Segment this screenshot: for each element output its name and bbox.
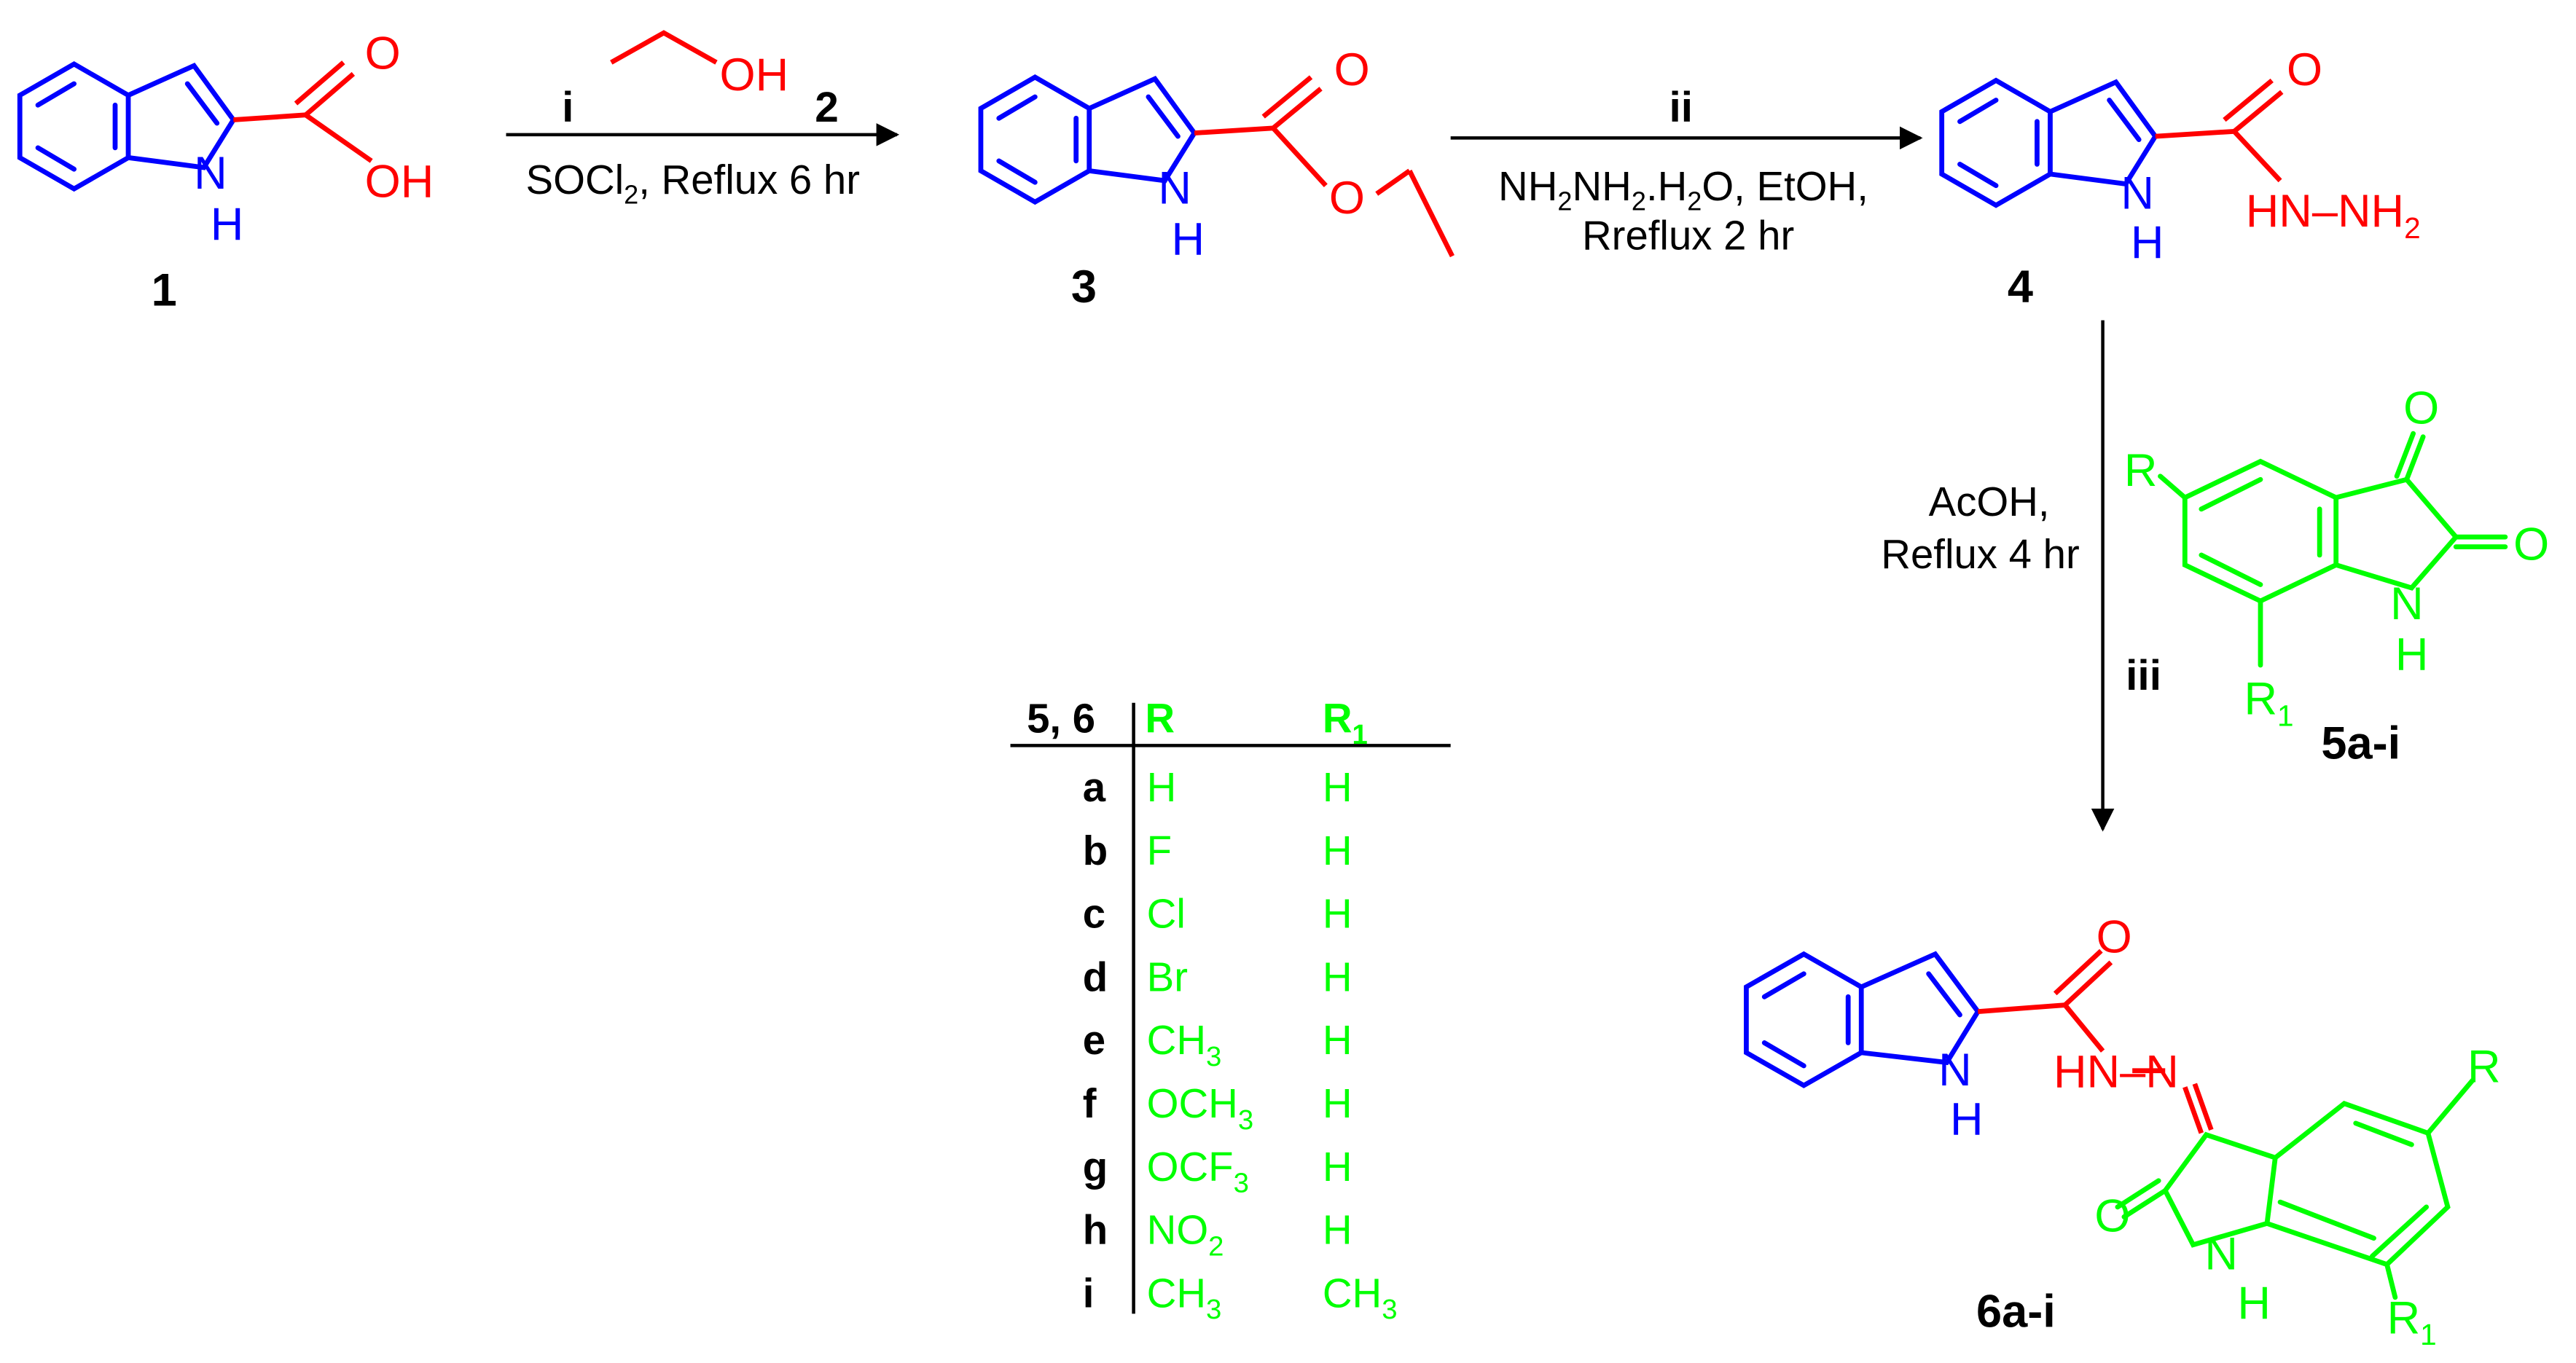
ester-nh: N — [1158, 163, 1191, 214]
compound-5-structure: O O N H R R1 5a-i — [2124, 383, 2549, 769]
table-row-r1: H — [1323, 891, 1352, 937]
step-iii: AcOH, Reflux 4 hr iii — [1881, 320, 2161, 832]
table-row-r1: H — [1323, 1080, 1352, 1126]
table-row-id: d — [1083, 954, 1108, 999]
table-row-r1: H — [1323, 1207, 1352, 1253]
ethanol-oh: OH — [720, 50, 789, 101]
isatin-r: R — [2124, 445, 2158, 496]
table-row-id: i — [1083, 1270, 1095, 1316]
table-row-r1: H — [1323, 828, 1352, 873]
hydrazide-hn: HN–NH2 — [2246, 186, 2421, 245]
product-indole-n: N — [1938, 1045, 1972, 1096]
isatin-lactam-o: O — [2513, 519, 2549, 570]
table-row-r: OCF3 — [1147, 1144, 1249, 1199]
ester-carbonyl-o: O — [1334, 44, 1370, 95]
step-ii: ii NH2NH2.H2O, EtOH, Rreflux 2 hr — [1450, 84, 1923, 259]
product-amide-o: O — [2097, 911, 2132, 962]
table-header-r: R — [1145, 695, 1175, 741]
table-header-r1: R1 — [1323, 695, 1368, 750]
table-row-r1: H — [1323, 1017, 1352, 1063]
table-row-id: e — [1083, 1017, 1105, 1063]
product-r: R — [2467, 1042, 2501, 1093]
table-row-r1: CH3 — [1323, 1270, 1398, 1325]
product-hn-n: HN–N — [2054, 1046, 2179, 1097]
step-i-reagent: SOCl2, Reflux 6 hr — [526, 157, 860, 210]
table-row-r: CH3 — [1147, 1017, 1222, 1072]
table-row-id: a — [1083, 764, 1106, 810]
compound-label-5: 5a-i — [2321, 718, 2400, 769]
ester-h: H — [1171, 213, 1205, 264]
product-isatin-o: O — [2094, 1191, 2130, 1242]
product-isatin-h: H — [2237, 1278, 2271, 1329]
table-row-r: H — [1147, 764, 1177, 810]
hydrazide-indole-n: N — [2121, 168, 2154, 219]
table-row-r1: H — [1323, 764, 1352, 810]
table-row-r1: H — [1323, 1144, 1352, 1190]
isatin-r1: R1 — [2244, 674, 2293, 733]
table-header-compound: 5, 6 — [1027, 695, 1095, 741]
step-i: OH i 2 SOCl2, Reflux 6 hr — [506, 30, 900, 210]
atom-o: O — [365, 28, 401, 79]
isatin-h: H — [2395, 629, 2429, 680]
step-iii-reagent-line2: Reflux 4 hr — [1881, 531, 2079, 577]
compound-label-4: 4 — [2008, 262, 2033, 313]
compound-3-structure: N H O O 3 — [978, 44, 1455, 313]
table-row-r: CH3 — [1147, 1270, 1222, 1325]
atom-oh: OH — [365, 157, 434, 208]
table-row-id: g — [1083, 1144, 1108, 1190]
atom-h: H — [211, 199, 244, 250]
table-row-r: Cl — [1147, 891, 1186, 937]
table-row-r: F — [1147, 828, 1172, 873]
compound-4-structure: N H O HN–NH2 4 — [1939, 44, 2421, 313]
compound-label-2: 2 — [815, 84, 839, 131]
step-label-ii: ii — [1669, 84, 1693, 131]
ester-ether-o: O — [1329, 173, 1365, 224]
step-label-i: i — [562, 84, 573, 131]
hydrazide-o: O — [2287, 44, 2322, 95]
step-ii-reagent-line1: NH2NH2.H2O, EtOH, — [1498, 163, 1868, 216]
step-label-iii: iii — [2126, 652, 2161, 699]
product-indole-h: H — [1950, 1094, 1984, 1145]
table-row-id: b — [1083, 828, 1108, 873]
table-row-r1: H — [1323, 954, 1352, 999]
compound-label-1: 1 — [152, 264, 177, 315]
compound-label-3: 3 — [1071, 262, 1097, 313]
product-r1: R1 — [2387, 1292, 2437, 1351]
isatin-n: N — [2390, 578, 2424, 629]
isatin-carbonyl-o: O — [2403, 383, 2439, 434]
table-row-r: Br — [1147, 954, 1188, 999]
compound-label-6: 6a-i — [1976, 1286, 2056, 1337]
compound-6-structure: N H O HN–N O N H R R1 6a-i — [1744, 911, 2501, 1351]
table-row-id: c — [1083, 891, 1105, 937]
compound-1-structure: N H O OH 1 — [17, 28, 434, 315]
hydrazide-indole-h: H — [2131, 217, 2164, 268]
table-row-id: h — [1083, 1207, 1108, 1253]
table-row-r: NO2 — [1147, 1207, 1224, 1262]
step-iii-reagent-line1: AcOH, — [1929, 479, 2050, 525]
table-row-r: OCH3 — [1147, 1080, 1254, 1136]
atom-nh: N — [194, 148, 227, 199]
table-row-id: f — [1083, 1080, 1097, 1126]
product-isatin-n: N — [2204, 1229, 2238, 1280]
step-ii-reagent-line2: Rreflux 2 hr — [1582, 213, 1794, 259]
